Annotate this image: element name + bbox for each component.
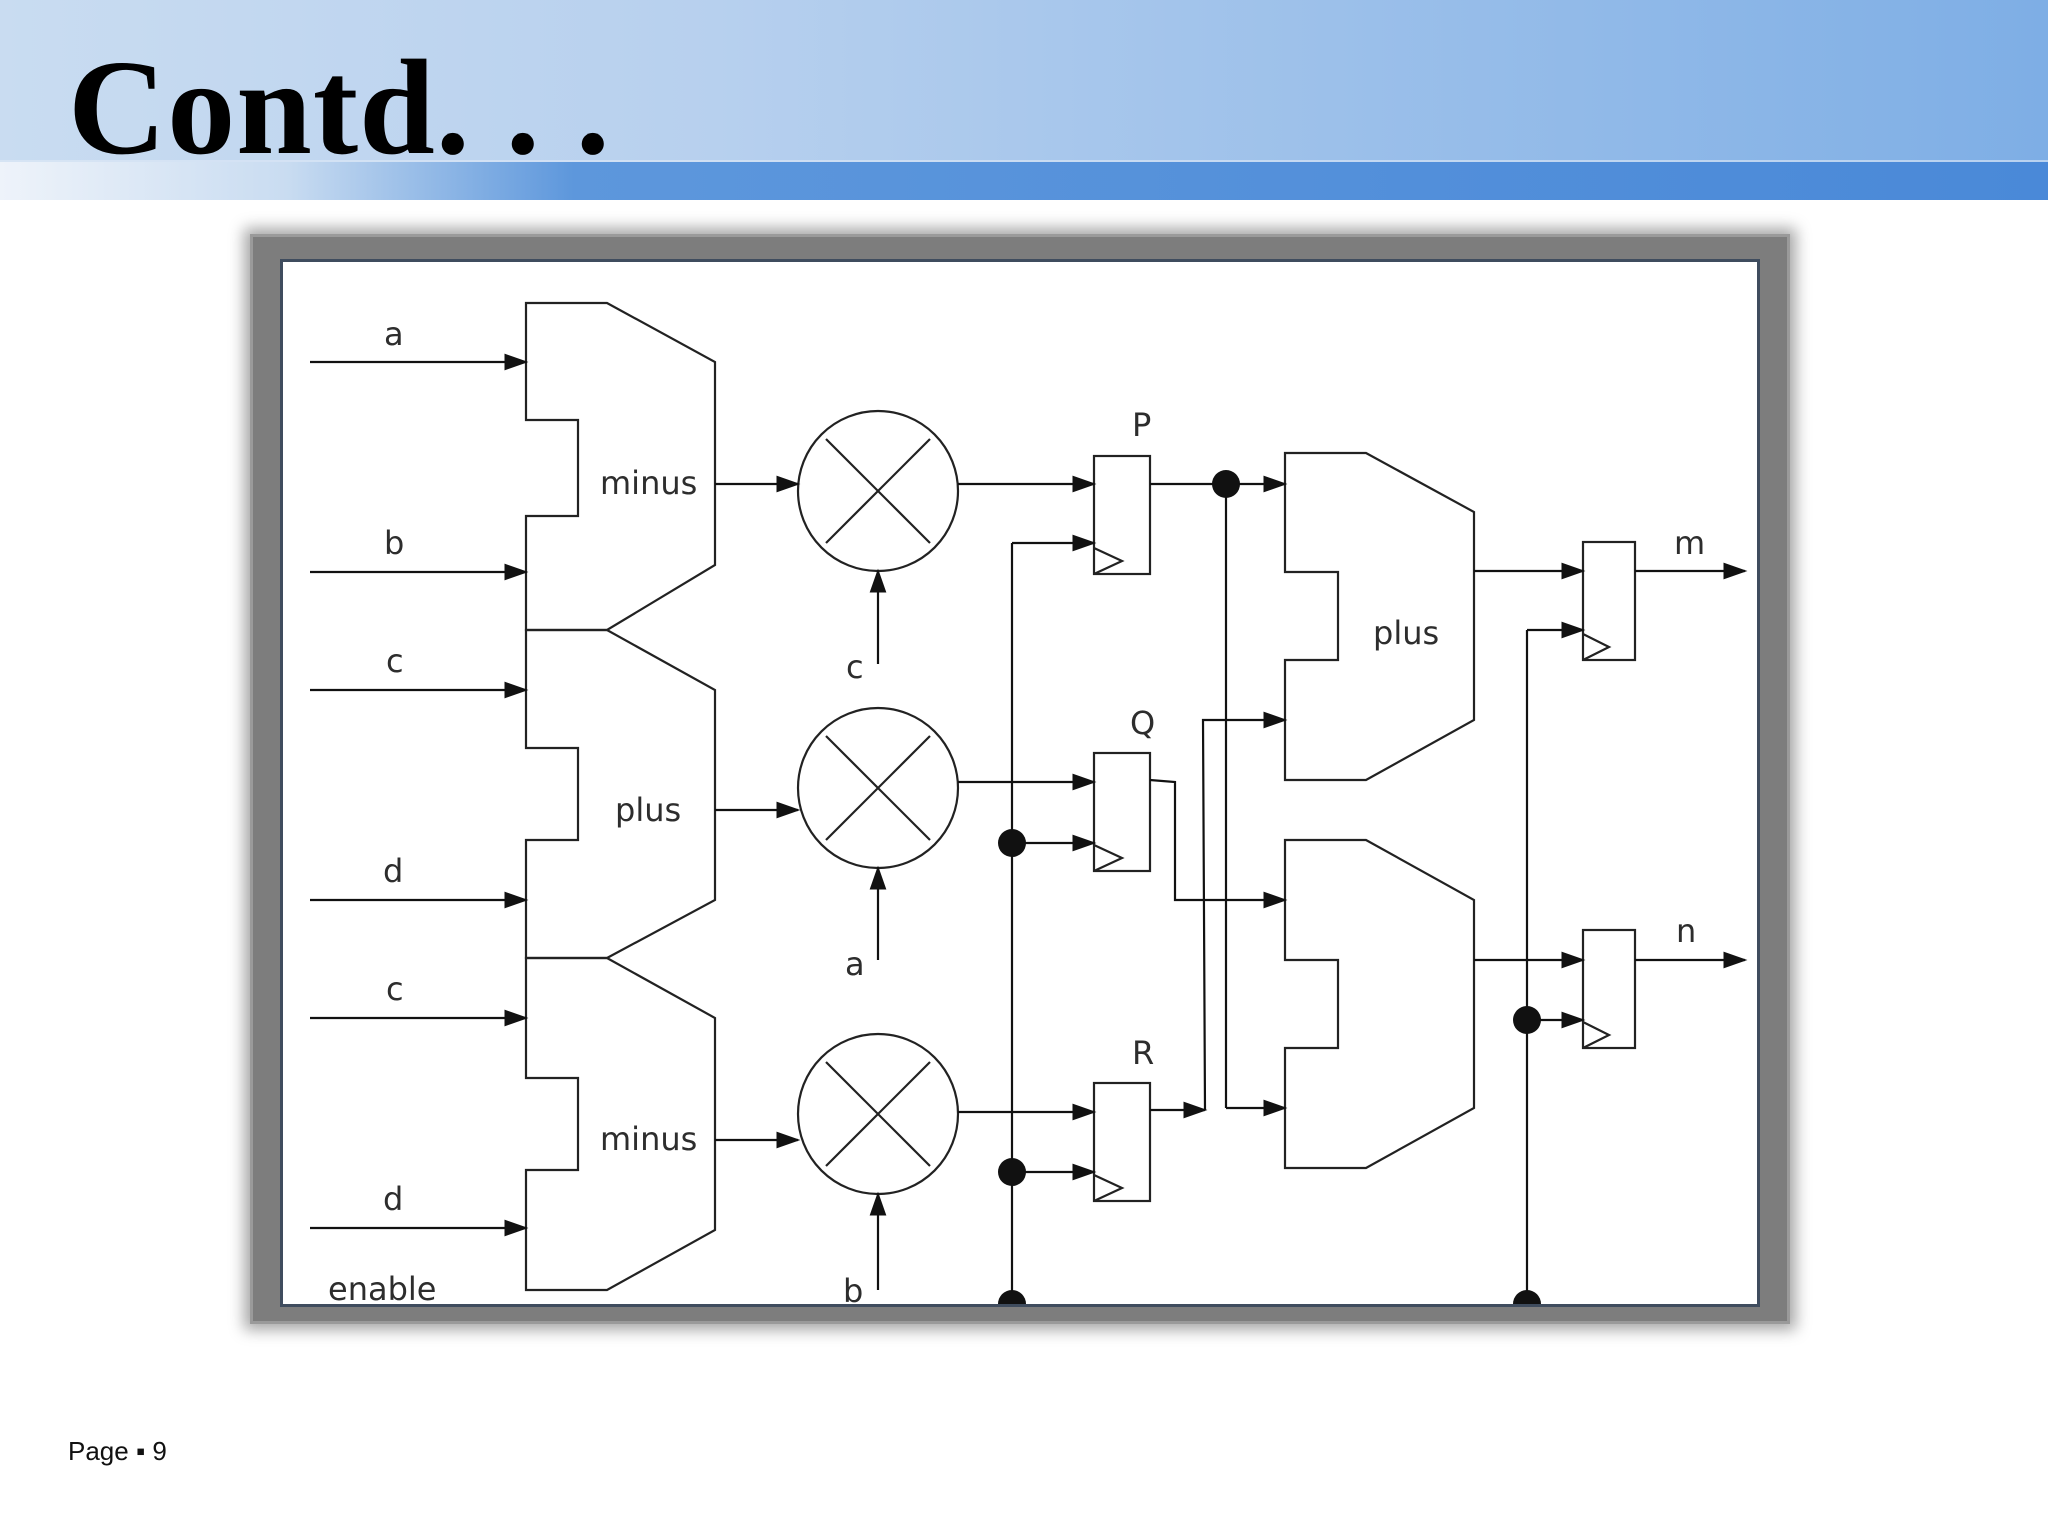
- multiplier-bottom: [796, 1032, 960, 1196]
- bullet-separator: ▪: [135, 1436, 146, 1466]
- multiplier-input-label: c: [846, 648, 864, 686]
- register-m: [1581, 540, 1637, 662]
- alu-label: minus: [600, 464, 697, 502]
- junction-dot: [1513, 1006, 1541, 1034]
- page-number: 9: [152, 1436, 167, 1466]
- input-label-c: c: [386, 970, 404, 1008]
- alu-minus-bottom: [524, 956, 717, 1292]
- input-label-d: d: [383, 1180, 403, 1218]
- header-stripe: [0, 162, 2048, 200]
- input-label-a: a: [384, 315, 404, 353]
- output-label-m: m: [1674, 524, 1705, 562]
- page-label: Page: [68, 1436, 129, 1466]
- alu-label: plus: [615, 791, 681, 829]
- register-p: [1092, 454, 1152, 576]
- alu-right-lower: [1283, 838, 1476, 1170]
- alu-label: minus: [600, 1120, 697, 1158]
- input-label-d: d: [383, 852, 403, 890]
- output-label-n: n: [1676, 912, 1696, 950]
- alu-label-right: plus: [1373, 614, 1439, 652]
- slide-title: Contd. . .: [68, 33, 611, 183]
- page-footer: Page ▪ 9: [68, 1436, 167, 1467]
- input-label-b: b: [384, 524, 404, 562]
- multiplier-input-label: b: [843, 1272, 863, 1310]
- register-q: [1092, 751, 1152, 873]
- register-n: [1581, 928, 1637, 1050]
- register-r: [1092, 1081, 1152, 1203]
- register-label-r: R: [1132, 1034, 1154, 1072]
- multiplier-top: [796, 409, 960, 573]
- enable-label: enable: [328, 1270, 436, 1308]
- multiplier-middle: [796, 706, 960, 870]
- alu-plus-right: [1283, 451, 1476, 782]
- register-label-q: Q: [1130, 704, 1155, 742]
- junction-dot: [1212, 470, 1240, 498]
- junction-dot: [1513, 1290, 1541, 1304]
- junction-dot: [998, 1290, 1026, 1304]
- input-label-c: c: [386, 642, 404, 680]
- register-label-p: P: [1132, 406, 1151, 444]
- junction-dot: [998, 1158, 1026, 1186]
- multiplier-input-label: a: [845, 945, 865, 983]
- junction-dot: [998, 829, 1026, 857]
